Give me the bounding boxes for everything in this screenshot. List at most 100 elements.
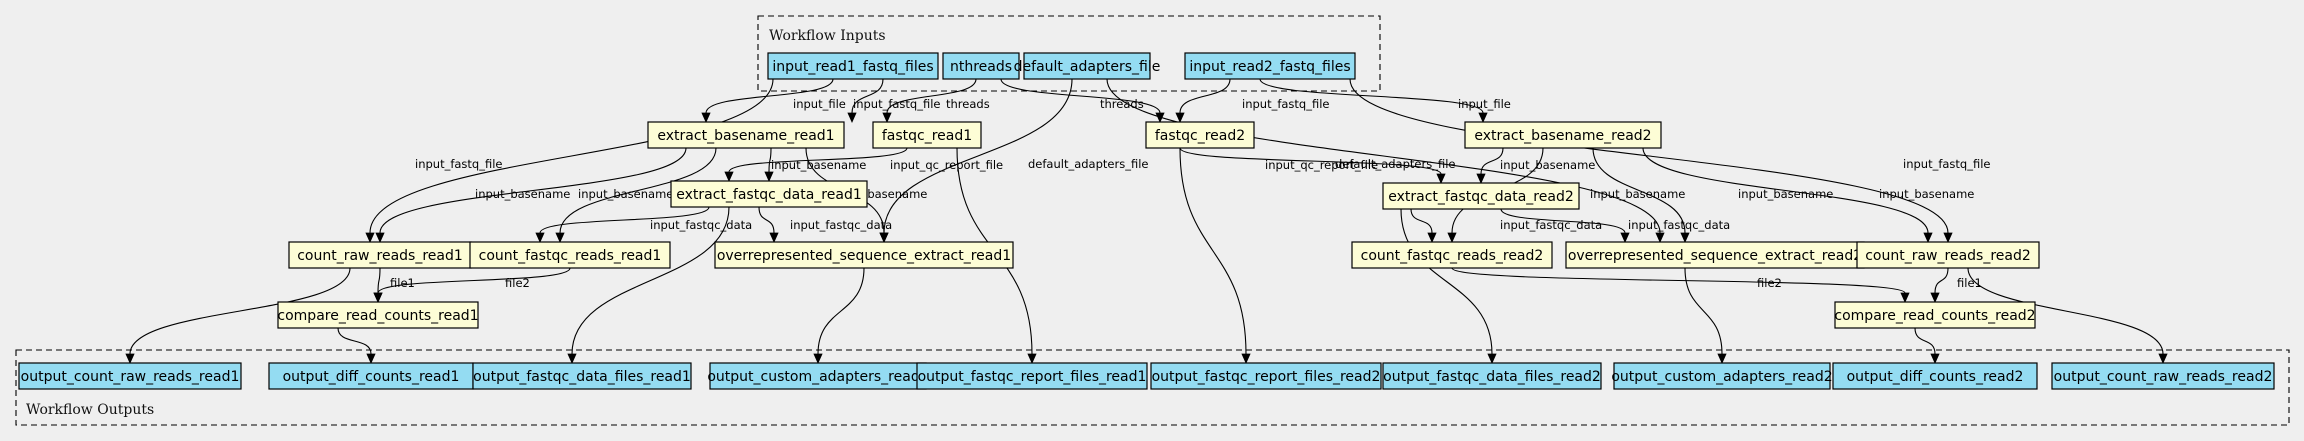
node-label: compare_read_counts_read1: [277, 308, 478, 324]
edge-line: [1500, 208, 1626, 234]
node-output_fastqc_report_files_read2[interactable]: output_fastqc_report_files_read2: [1150, 362, 1382, 390]
arrowhead-icon: [365, 232, 375, 243]
workflow-inputs-cluster: [757, 15, 1381, 92]
node-input_read1_fastq_files[interactable]: input_read1_fastq_files: [767, 52, 939, 80]
output-node-box: [709, 362, 927, 390]
node-label: nthreads: [950, 59, 1012, 75]
edge-extract_fastqc_data_read1-to-output_fastqc_data_files_read1: [567, 206, 730, 364]
node-label: output_fastqc_report_files_read1: [918, 369, 1147, 385]
node-count_fastqc_reads_read1[interactable]: count_fastqc_reads_read1: [469, 241, 671, 269]
node-label: input_read1_fastq_files: [772, 59, 933, 75]
node-label: count_fastqc_reads_read2: [1361, 248, 1544, 264]
node-output_diff_counts_read2[interactable]: output_diff_counts_read2: [1832, 362, 2038, 390]
edge-label: file1: [390, 276, 415, 290]
edge-count_raw_reads_read2-to-compare_read_counts_read2: file1: [1930, 267, 1982, 303]
edge-line: [539, 206, 710, 234]
node-output_count_raw_reads_read2[interactable]: output_count_raw_reads_read2: [2051, 362, 2275, 390]
output-node-box: [1150, 362, 1382, 390]
arrowhead-icon: [769, 232, 779, 243]
arrowhead-icon: [535, 232, 545, 243]
node-compare_read_counts_read2[interactable]: compare_read_counts_read2: [1834, 301, 2036, 329]
edge-extract_basename_read1-to-count_raw_reads_read1: input_basename: [375, 147, 687, 243]
edge-fastqc_read2-to-extract_fastqc_data_read2: input_qc_report_file: [1179, 147, 1446, 184]
edge-line: [1179, 78, 1231, 114]
node-input_read2_fastq_files[interactable]: input_read2_fastq_files: [1184, 52, 1356, 80]
edge-line: [1349, 78, 1949, 234]
arrowhead-icon: [1655, 232, 1665, 243]
edge-line: [1451, 267, 1906, 294]
node-overrepresented_sequence_extract_read1[interactable]: overrepresented_sequence_extract_read1: [714, 241, 1014, 269]
node-label: output_diff_counts_read2: [1847, 369, 2024, 385]
node-label: count_raw_reads_read1: [297, 248, 463, 264]
output-node-box: [1382, 362, 1602, 390]
edge-label: input_file: [1458, 97, 1511, 111]
node-extract_basename_read2[interactable]: extract_basename_read2: [1464, 121, 1662, 149]
edge-line: [1934, 267, 1949, 294]
arrowhead-icon: [373, 292, 383, 303]
arrowhead-icon: [375, 232, 385, 243]
node-fastqc_read1[interactable]: fastqc_read1: [872, 121, 982, 149]
edge-line: [1592, 147, 1686, 234]
node-output_fastqc_data_files_read1[interactable]: output_fastqc_data_files_read1: [472, 362, 692, 390]
output-node-box: [18, 362, 242, 390]
edge-label: input_fastqc_data: [650, 218, 752, 232]
node-extract_fastqc_data_read2[interactable]: extract_fastqc_data_read2: [1382, 182, 1580, 210]
node-default_adapters_file[interactable]: default_adapters_file: [1014, 52, 1161, 80]
node-count_fastqc_reads_read2[interactable]: count_fastqc_reads_read2: [1351, 241, 1553, 269]
node-compare_read_counts_read1[interactable]: compare_read_counts_read1: [277, 301, 479, 329]
node-label: extract_basename_read1: [657, 128, 834, 144]
node-fastqc_read2[interactable]: fastqc_read2: [1145, 121, 1255, 149]
edge-label: input_fastq_file: [1242, 97, 1330, 111]
arrowhead-icon: [813, 353, 823, 364]
edge-line: [379, 147, 687, 234]
edge-extract_basename_read2-to-extract_fastqc_data_read2: input_basename: [1476, 147, 1595, 184]
node-label: output_fastqc_data_files_read2: [1383, 369, 1601, 385]
edge-line: [851, 78, 884, 114]
arrowhead-icon: [1175, 112, 1185, 123]
node-output_fastqc_data_files_read2[interactable]: output_fastqc_data_files_read2: [1382, 362, 1602, 390]
node-output_fastqc_report_files_read1[interactable]: output_fastqc_report_files_read1: [916, 362, 1148, 390]
edge-line: [1480, 147, 1504, 175]
edge-line: [377, 267, 571, 294]
node-label: extract_fastqc_data_read1: [676, 187, 862, 203]
arrowhead-icon: [1476, 173, 1486, 184]
node-label: fastqc_read1: [882, 128, 972, 144]
step-node-box: [1145, 121, 1255, 149]
input-node-box: [767, 52, 939, 80]
edge-overrepresented_sequence_extract_read2-to-output_custom_adapters_read2: [1684, 267, 1727, 364]
edge-label: input_basename: [1500, 158, 1595, 172]
edge-input_read1_fastq_files-to-count_raw_reads_read1: input_fastq_file: [365, 78, 774, 243]
workflow-inputs-label: Workflow Inputs: [769, 28, 886, 44]
node-count_raw_reads_read2[interactable]: count_raw_reads_read2: [1856, 241, 2040, 269]
edge-line: [758, 206, 775, 234]
node-label: output_count_raw_reads_read2: [2054, 369, 2273, 385]
edge-overrepresented_sequence_extract_read1-to-output_custom_adapters_read1: [813, 267, 865, 364]
edge-input_read2_fastq_files-to-fastqc_read2: input_fastq_file: [1175, 78, 1330, 123]
edge-line: [1000, 78, 1161, 114]
node-extract_fastqc_data_read1[interactable]: extract_fastqc_data_read1: [670, 180, 868, 208]
output-node-box: [1832, 362, 2038, 390]
arrowhead-icon: [764, 171, 774, 182]
node-nthreads[interactable]: nthreads: [942, 52, 1020, 80]
edge-line: [768, 147, 772, 173]
edge-label: input_basename: [578, 187, 673, 201]
edge-line: [1259, 78, 1484, 114]
step-node-box: [1382, 182, 1580, 210]
node-output_count_raw_reads_read1[interactable]: output_count_raw_reads_read1: [18, 362, 242, 390]
edge-line: [571, 206, 730, 355]
node-overrepresented_sequence_extract_read2[interactable]: overrepresented_sequence_extract_read2: [1565, 241, 1865, 269]
step-node-box: [469, 241, 671, 269]
node-output_custom_adapters_read2[interactable]: output_custom_adapters_read2: [1611, 362, 1833, 390]
node-label: overrepresented_sequence_extract_read2: [1568, 248, 1862, 264]
node-extract_basename_read1[interactable]: extract_basename_read1: [647, 121, 845, 149]
step-node-box: [872, 121, 982, 149]
node-output_custom_adapters_read1[interactable]: output_custom_adapters_read1: [707, 362, 929, 390]
node-output_diff_counts_read1[interactable]: output_diff_counts_read1: [268, 362, 474, 390]
node-count_raw_reads_read1[interactable]: count_raw_reads_read1: [288, 241, 472, 269]
edge-line: [377, 267, 381, 294]
arrowhead-icon: [1620, 232, 1630, 243]
workflow-outputs-label: Workflow Outputs: [26, 402, 154, 418]
input-node-box: [1023, 52, 1151, 80]
edge-label: default_adapters_file: [1028, 157, 1148, 171]
